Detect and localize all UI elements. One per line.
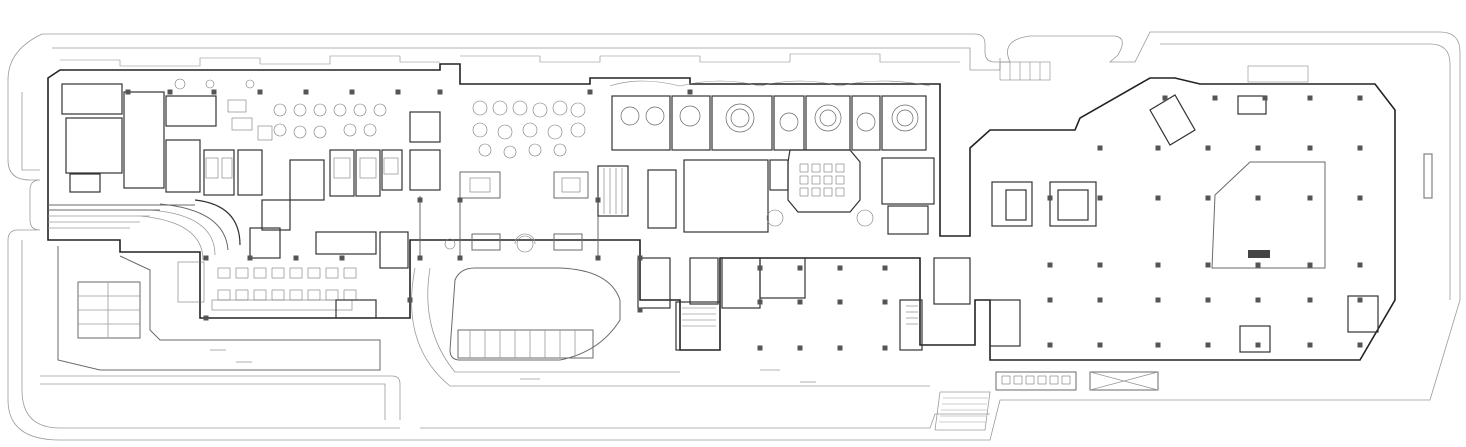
lounge-furniture [177, 99, 409, 319]
column [1097, 342, 1103, 348]
column [797, 265, 803, 271]
column [125, 89, 131, 95]
column [457, 197, 463, 203]
column [1047, 262, 1053, 268]
column [1212, 95, 1218, 101]
column [203, 315, 209, 321]
column [1205, 195, 1211, 201]
column [417, 255, 423, 261]
column [293, 255, 299, 261]
function-rooms [647, 149, 935, 235]
right-wing-rooms [989, 94, 1433, 353]
left-wing-rooms [61, 78, 441, 259]
column [257, 89, 263, 95]
column [595, 197, 601, 203]
left-entrance-curve [48, 199, 241, 261]
column [595, 255, 601, 261]
column [1155, 342, 1161, 348]
column [1047, 195, 1053, 201]
site-boundary [7, 31, 1461, 441]
column [837, 345, 843, 351]
column [687, 89, 693, 95]
column [1155, 195, 1161, 201]
column [395, 89, 401, 95]
column [1097, 262, 1103, 268]
column [1255, 195, 1261, 201]
cafe-dining [472, 100, 586, 159]
column [1097, 145, 1103, 151]
left-landscape-zone [40, 246, 401, 420]
column [1307, 145, 1313, 151]
column [587, 89, 593, 95]
column [1357, 95, 1363, 101]
column [1205, 297, 1211, 303]
column [211, 89, 217, 95]
central-lobby [419, 165, 629, 260]
column [1255, 262, 1261, 268]
column [1097, 195, 1103, 201]
column [882, 265, 888, 271]
column [1205, 262, 1211, 268]
column [167, 89, 173, 95]
column [1307, 262, 1313, 268]
column [757, 345, 763, 351]
column [797, 299, 803, 305]
column [349, 89, 355, 95]
column [407, 297, 413, 303]
column [417, 197, 423, 203]
right-bottom-strip [934, 371, 1159, 431]
column [203, 255, 209, 261]
column [1047, 297, 1053, 303]
column [1357, 342, 1363, 348]
drop-off-island [411, 267, 930, 387]
column [1357, 297, 1363, 303]
column [882, 345, 888, 351]
column [637, 255, 643, 261]
column [757, 299, 763, 305]
column [1255, 297, 1261, 303]
column [1255, 342, 1261, 348]
column [1262, 95, 1268, 101]
column [1162, 95, 1168, 101]
column [1047, 342, 1053, 348]
building-outline [47, 63, 1396, 361]
top-fringe [60, 53, 1309, 87]
column [1357, 262, 1363, 268]
column [303, 89, 309, 95]
column [1307, 95, 1313, 101]
column [1205, 145, 1211, 151]
column [247, 255, 253, 261]
banquet-halls [611, 95, 927, 151]
column [637, 307, 643, 313]
column [437, 89, 443, 95]
column [1307, 342, 1313, 348]
column [1357, 145, 1363, 151]
column [1155, 262, 1161, 268]
column [837, 299, 843, 305]
column [837, 265, 843, 271]
column [1357, 195, 1363, 201]
column [797, 345, 803, 351]
column [1097, 297, 1103, 303]
column [1255, 145, 1261, 151]
column [1205, 342, 1211, 348]
column [882, 299, 888, 305]
column [1307, 297, 1313, 303]
lower-middle-blocks [637, 257, 971, 351]
column [339, 255, 345, 261]
column [1155, 145, 1161, 151]
column [457, 255, 463, 261]
column [1155, 297, 1161, 303]
column [1307, 195, 1313, 201]
column [757, 265, 763, 271]
structural-columns [125, 89, 1363, 351]
